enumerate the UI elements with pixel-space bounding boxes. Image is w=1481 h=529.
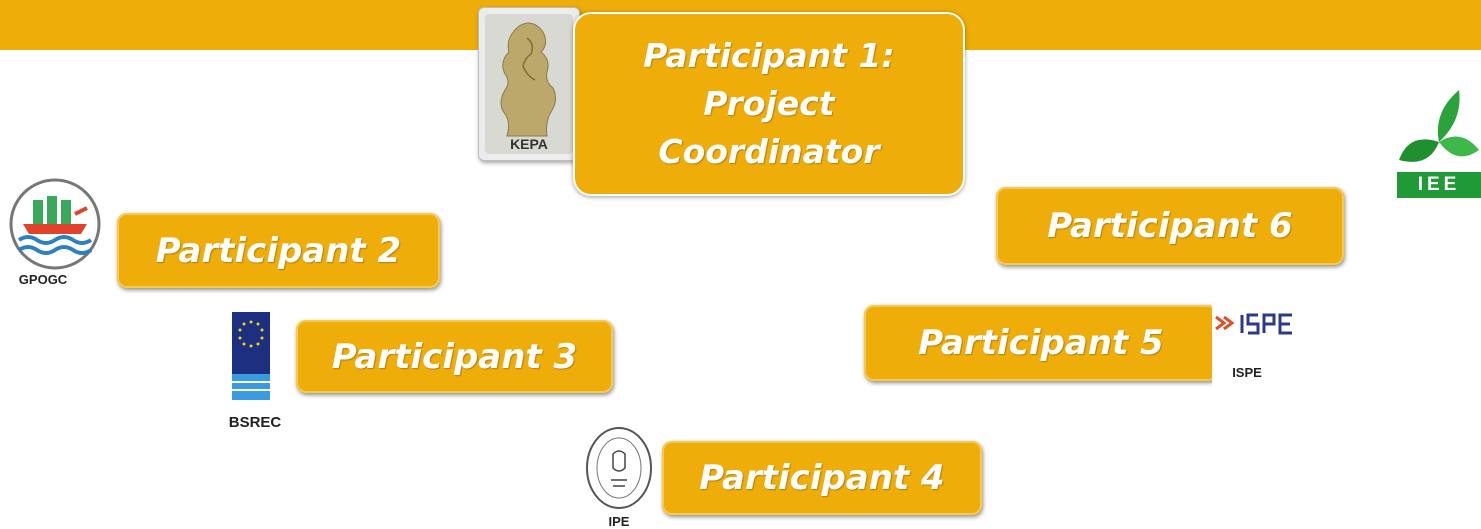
offshore-platform-icon — [9, 178, 101, 270]
gpogc-caption: GPOGC — [18, 272, 68, 287]
bsrec-caption: BSREC — [228, 414, 282, 431]
iee-text: IEE — [1417, 174, 1461, 195]
gpogc-logo: GPOGC — [5, 174, 105, 290]
kepa-logo: KEPA — [478, 7, 580, 161]
ispe-logo-icon — [1215, 313, 1292, 335]
coordinator-line-1: Participant 1: — [643, 36, 895, 75]
statue-icon — [485, 14, 573, 154]
participant-2-box: Participant 2 — [117, 213, 440, 288]
participant-3-label: Participant 3 — [331, 336, 578, 377]
seal-icon — [586, 427, 652, 509]
ipe-caption: IPE — [608, 514, 630, 529]
participant-4-label: Participant 4 — [699, 458, 945, 498]
bsrec-logo: BSREC — [218, 310, 292, 435]
participant-6-label: Participant 6 — [1047, 206, 1293, 246]
participant-3-box: Participant 3 — [296, 320, 613, 393]
participant-5-box: Participant 5 — [864, 305, 1218, 381]
participant-2-label: Participant 2 — [155, 230, 402, 271]
participant-5-label: Participant 5 — [918, 323, 1164, 363]
eu-stars-flag-icon — [232, 312, 270, 400]
ipe-logo: IPE — [583, 424, 655, 529]
iee-logo: IEE — [1397, 80, 1481, 198]
coordinator-line-2: Project — [703, 84, 835, 123]
coordinator-line-3: Coordinator — [658, 132, 880, 171]
kepa-caption: KEPA — [510, 136, 548, 152]
leaf-triad-icon — [1397, 90, 1481, 198]
coordinator-box: Participant 1: Project Coordinator — [573, 12, 965, 196]
participant-6-box: Participant 6 — [996, 187, 1344, 265]
ispe-logo: ISPE — [1212, 305, 1308, 397]
ispe-caption: ISPE — [1232, 365, 1262, 380]
participant-4-box: Participant 4 — [662, 441, 982, 515]
